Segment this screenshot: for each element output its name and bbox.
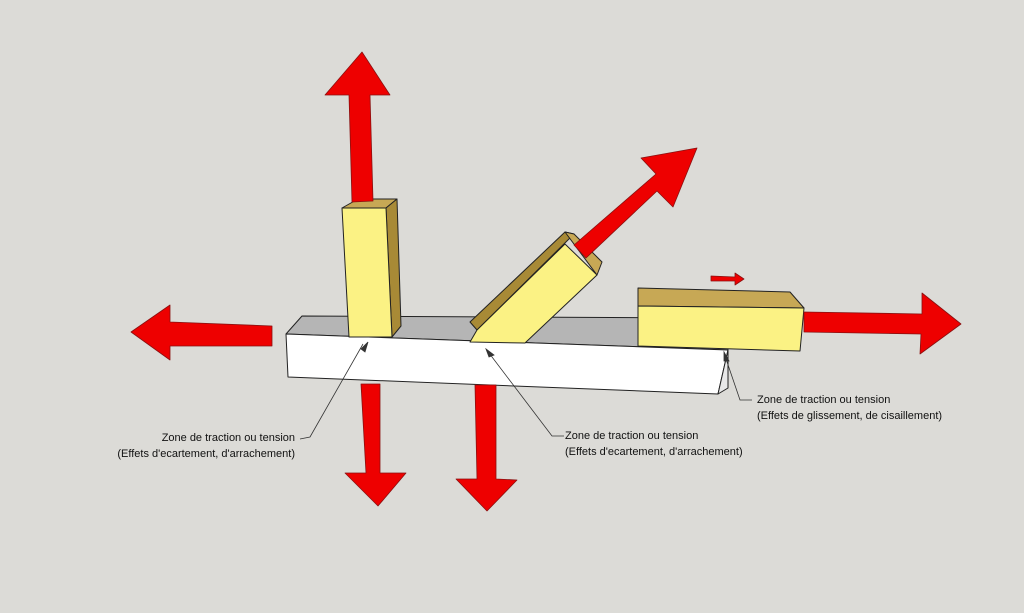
arrow-right-icon [803, 292, 962, 355]
arrow-down-middle-icon [455, 384, 518, 512]
leader-arrowhead-right-icon [723, 350, 730, 362]
small-arrow-right-icon [710, 272, 745, 286]
vertical-post [341, 198, 402, 338]
force-arrows [130, 51, 962, 512]
horizontal-block-top [637, 287, 805, 309]
horizontal-block [637, 287, 805, 352]
label-middle-subtitle: (Effets d'ecartement, d'arrachement) [565, 446, 743, 458]
leader-arrowhead-left-icon [360, 341, 369, 353]
label-right-subtitle: (Effets de glissement, de cisaillement) [757, 410, 943, 422]
leader-arrowhead-middle-icon [485, 347, 495, 358]
label-right-title: Zone de traction ou tension [757, 394, 891, 406]
leader-line-left [299, 343, 364, 440]
label-middle-title: Zone de traction ou tension [565, 430, 699, 442]
label-left-title: Zone de traction ou tension [161, 432, 295, 444]
arrow-up-icon [324, 51, 391, 203]
leader-lines [299, 341, 752, 440]
label-right-zone: Zone de traction ou tension (Effets de g… [757, 392, 942, 424]
vertical-post-front [341, 207, 393, 338]
horizontal-block-front [637, 305, 805, 352]
label-left-subtitle: (Effets d'ecartement, d'arrachement) [117, 448, 295, 460]
leader-line-right [724, 355, 752, 401]
arrow-down-left-icon [344, 383, 407, 507]
leader-line-middle [488, 352, 564, 437]
diagonal-brace [469, 231, 603, 344]
arrow-diagonal-up-icon [573, 147, 698, 259]
diagonal-brace-front [469, 243, 598, 344]
arrow-left-icon [130, 304, 273, 361]
label-middle-zone: Zone de traction ou tension (Effets d'ec… [565, 428, 743, 460]
label-left-zone: Zone de traction ou tension (Effets d'ec… [99, 430, 295, 462]
